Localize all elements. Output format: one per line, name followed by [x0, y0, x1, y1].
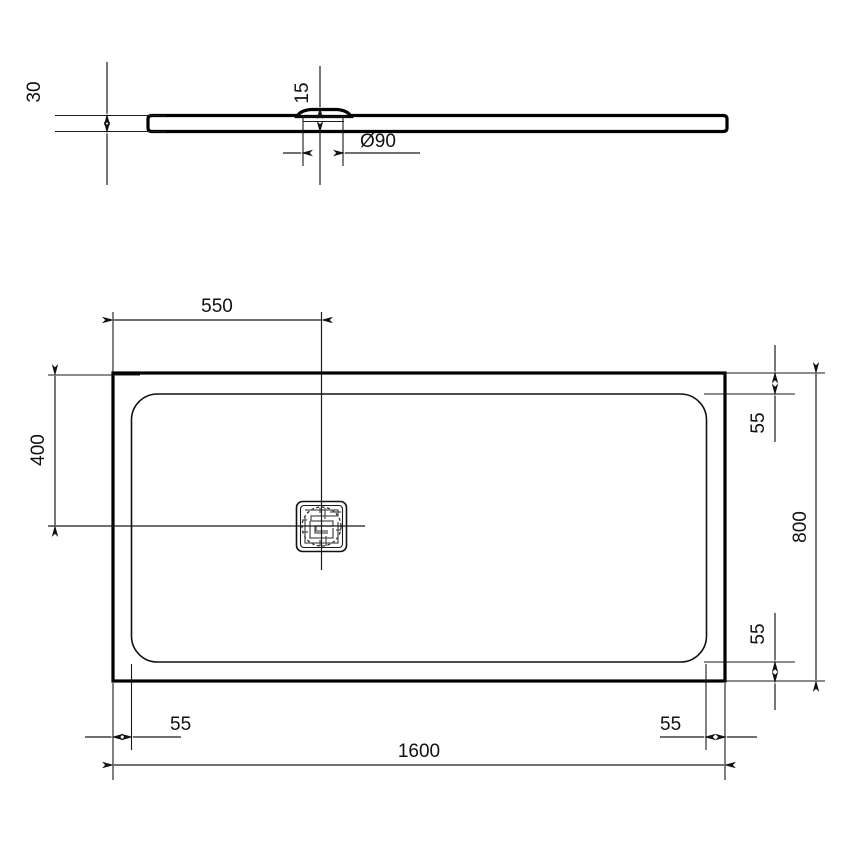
dim-label-inner-half-height: 400: [28, 434, 49, 466]
dim-label-right-inset: 55: [660, 714, 681, 735]
section-thickness-extension-lines: [55, 114, 166, 133]
dim-overall-depth-800: 800: [790, 362, 820, 692]
dim-label-left-inset: 55: [170, 714, 191, 735]
top-plan-view: 550 400 55 55 800: [28, 296, 825, 780]
dim-thickness-30: 30: [24, 62, 111, 185]
dim-bottom-inset-55: 55: [748, 613, 779, 710]
dim-label-waste-diameter: Ø90: [360, 131, 396, 152]
tray-outer-outline: [111, 371, 727, 683]
waste-diameter-extension-lines: [302, 118, 344, 166]
dim-label-waste-height: 15: [292, 82, 313, 103]
dim-top-inset-55: 55: [748, 345, 779, 442]
dim-label-drain-from-left: 550: [201, 296, 233, 317]
dim-right-inset-55: 55: [660, 714, 757, 741]
dim-label-top-inset: 55: [748, 412, 769, 433]
dim-waste-height-15: 15: [292, 66, 324, 185]
dim-inner-half-height-400: 400: [28, 364, 140, 537]
side-section-view: 30 15 Ø90: [24, 62, 729, 185]
dim-waste-diameter-90: Ø90: [283, 131, 420, 157]
dim-label-thickness: 30: [24, 81, 45, 102]
dim-left-inset-55: 55: [85, 714, 191, 741]
dim-label-bottom-inset: 55: [748, 623, 769, 644]
tray-section-profile: [146, 113, 729, 134]
dim-label-overall-depth: 800: [790, 511, 811, 543]
dim-overall-width-1600: 1600: [102, 741, 736, 769]
dim-drain-from-left-550: 550: [102, 296, 333, 373]
dim-label-overall-width: 1600: [398, 741, 440, 762]
drain-center-lines: [48, 312, 365, 570]
waste-cover-section: [294, 107, 354, 123]
tray-inner-basin: [130, 393, 708, 663]
